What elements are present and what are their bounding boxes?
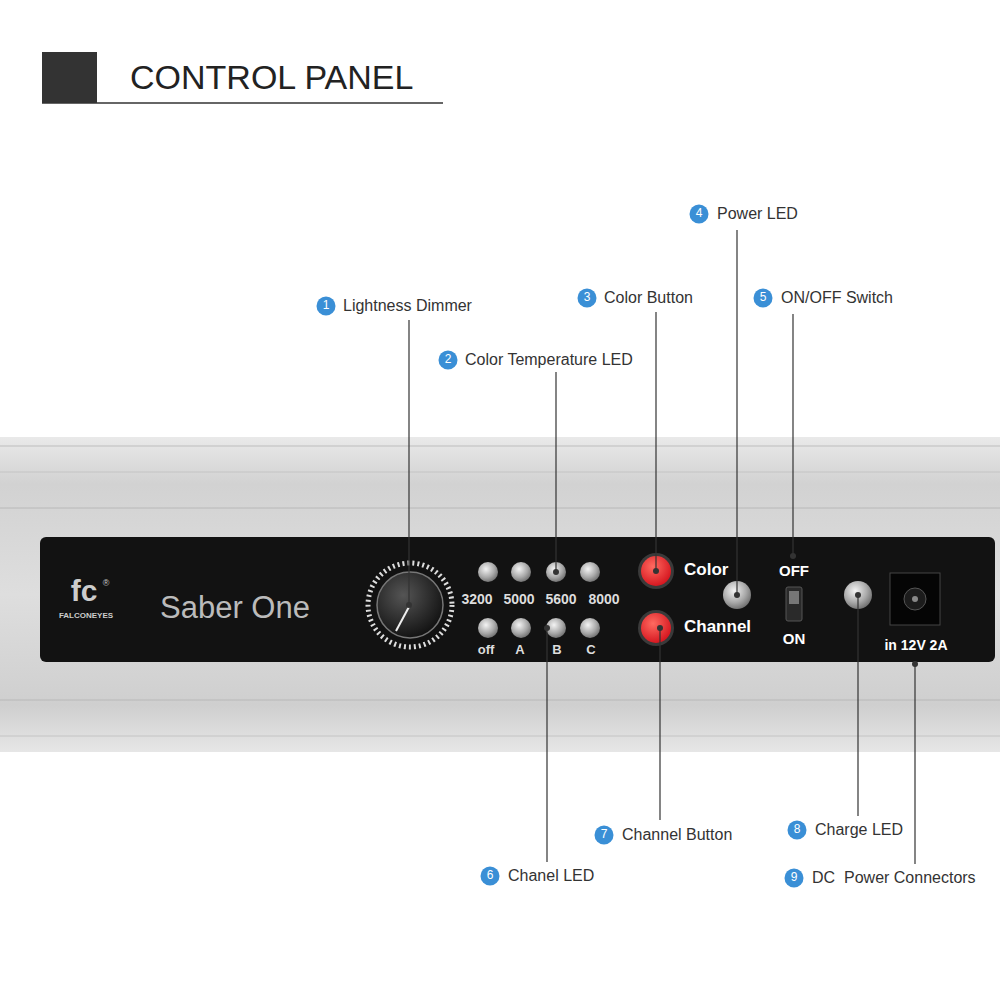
leader-dot bbox=[653, 568, 659, 574]
callout-circle bbox=[578, 289, 597, 308]
callout-number: 7 bbox=[601, 828, 608, 842]
led bbox=[511, 562, 531, 582]
model-name: Saber One bbox=[160, 590, 310, 626]
leader-dot bbox=[790, 553, 796, 559]
bar-groove bbox=[0, 472, 1000, 473]
button-label: Color bbox=[684, 560, 728, 580]
led bbox=[478, 618, 498, 638]
callout-number: 3 bbox=[584, 291, 591, 305]
leader-dot bbox=[553, 569, 559, 575]
temperature-value: 5000 bbox=[503, 591, 534, 607]
callout-label: Channel Button bbox=[622, 826, 732, 844]
callout-label: Charge LED bbox=[815, 821, 903, 839]
registered-mark: ® bbox=[103, 578, 110, 588]
aluminium-bar bbox=[0, 437, 1000, 752]
leader-line bbox=[736, 230, 737, 595]
bar-groove bbox=[0, 700, 1000, 701]
switch-slider bbox=[789, 591, 799, 604]
leader-line bbox=[659, 628, 660, 820]
dc-hole bbox=[904, 588, 926, 610]
temperature-value: 3200 bbox=[461, 591, 492, 607]
callout-number: 6 bbox=[487, 869, 494, 883]
led bbox=[478, 562, 498, 582]
title-underline bbox=[42, 102, 443, 104]
leader-dot bbox=[855, 592, 861, 598]
callout-number: 5 bbox=[760, 291, 767, 305]
leader-dot bbox=[657, 625, 663, 631]
title-block bbox=[42, 52, 97, 103]
callout-label: ON/OFF Switch bbox=[781, 289, 893, 307]
leader-line bbox=[914, 664, 915, 864]
switch-label: ON bbox=[783, 630, 806, 647]
leader-line bbox=[555, 372, 556, 572]
callout-number: 8 bbox=[794, 823, 801, 837]
channel-value: B bbox=[552, 643, 561, 658]
dc-socket bbox=[890, 573, 940, 625]
channel-value: off bbox=[478, 643, 495, 658]
callout-circle bbox=[317, 297, 336, 316]
leader-dot bbox=[734, 592, 740, 598]
callout-circle bbox=[595, 826, 614, 845]
led bbox=[580, 562, 600, 582]
callout-circle bbox=[481, 867, 500, 886]
dc-pin bbox=[912, 596, 918, 602]
callout-label: Chanel LED bbox=[508, 867, 594, 885]
led bbox=[511, 618, 531, 638]
bar-groove bbox=[0, 508, 1000, 509]
callout-circle bbox=[788, 821, 807, 840]
switch-body bbox=[786, 587, 802, 621]
knob-mark bbox=[396, 605, 410, 631]
leader-line bbox=[655, 312, 656, 571]
brand-name: FALCONEYES bbox=[59, 611, 113, 620]
callout-circle bbox=[439, 351, 458, 370]
logo-mark: fc bbox=[71, 574, 98, 609]
red-button bbox=[641, 613, 671, 643]
switch-label: OFF bbox=[779, 562, 809, 579]
bar-groove bbox=[0, 446, 1000, 447]
leader-dot bbox=[406, 602, 412, 608]
button-label: Channel bbox=[684, 617, 751, 637]
callout-circle bbox=[785, 869, 804, 888]
temperature-value: 8000 bbox=[588, 591, 619, 607]
callout-label: Color Button bbox=[604, 289, 693, 307]
led bbox=[580, 618, 600, 638]
leader-dot bbox=[544, 625, 550, 631]
control-panel: fc ® FALCONEYES Saber One 3200 5000 5600 8000 of… bbox=[40, 537, 995, 662]
leader-dot bbox=[912, 661, 918, 667]
button-ring bbox=[638, 610, 674, 646]
leader-line bbox=[408, 320, 409, 605]
channel-value: A bbox=[515, 643, 524, 658]
callout-label: DC Power Connectors bbox=[812, 869, 976, 887]
leader-line bbox=[857, 595, 858, 816]
dimmer-scale bbox=[368, 563, 452, 647]
leader-line bbox=[792, 314, 793, 556]
bar-groove bbox=[0, 736, 1000, 737]
leader-line bbox=[546, 628, 547, 862]
callout-circle bbox=[690, 205, 709, 224]
callout-label: Color Temperature LED bbox=[465, 351, 633, 369]
dimmer-knob bbox=[377, 572, 443, 638]
callout-number: 9 bbox=[791, 871, 798, 885]
temperature-value: 5600 bbox=[545, 591, 576, 607]
callout-number: 1 bbox=[323, 299, 330, 313]
callout-label: Power LED bbox=[717, 205, 798, 223]
power-rating: in 12V 2A bbox=[884, 637, 947, 653]
callout-number: 4 bbox=[696, 207, 703, 221]
title: CONTROL PANEL bbox=[130, 58, 413, 97]
callout-circle bbox=[754, 289, 773, 308]
channel-value: C bbox=[586, 643, 595, 658]
callout-label: Lightness Dimmer bbox=[343, 297, 472, 315]
callout-number: 2 bbox=[445, 353, 452, 367]
